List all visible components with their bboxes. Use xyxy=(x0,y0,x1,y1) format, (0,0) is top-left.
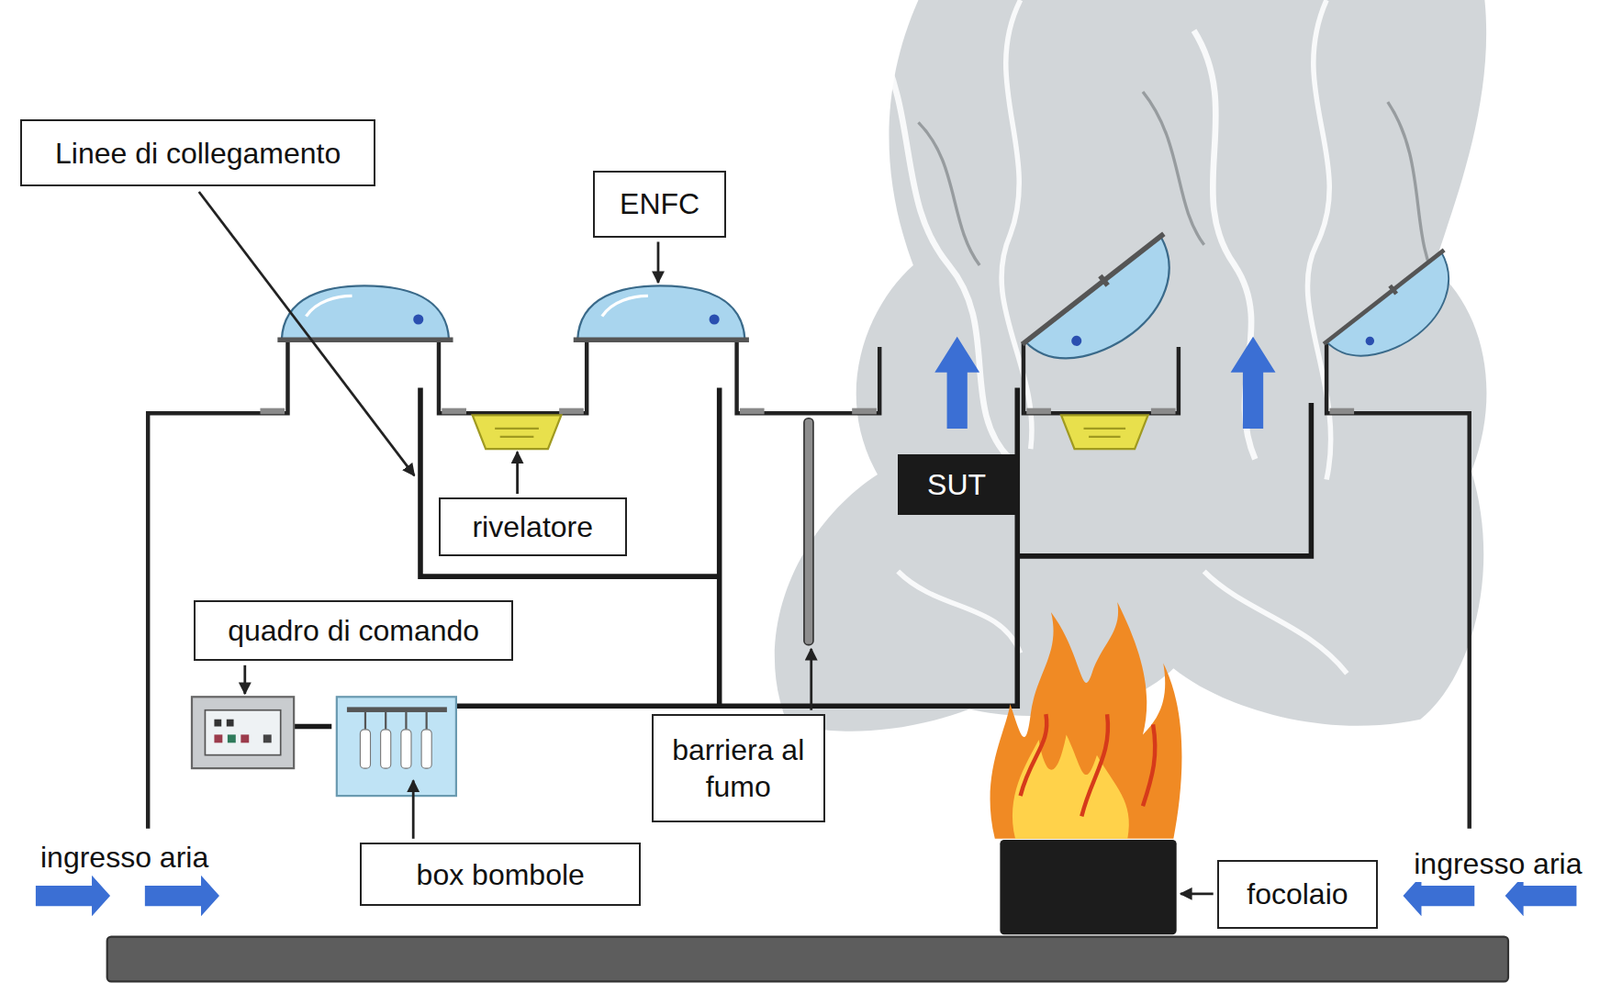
smoke-detector xyxy=(472,414,562,449)
skylight-dome xyxy=(277,336,453,343)
leader-line xyxy=(199,191,415,476)
flow-arrow xyxy=(35,875,111,917)
cylinder-box xyxy=(365,712,427,730)
control-panel xyxy=(227,734,236,743)
open-skylight-dome xyxy=(1069,334,1085,349)
leader-line xyxy=(809,648,813,711)
smoke-cloud xyxy=(877,40,1011,459)
flow-arrow xyxy=(934,336,980,429)
open-skylight-dome xyxy=(1320,246,1476,384)
skylight-dome xyxy=(573,336,750,343)
open-skylight-dome xyxy=(1326,252,1473,382)
roof-flange xyxy=(1329,408,1354,415)
callout-box: focolaio xyxy=(1217,860,1378,929)
fire-flames xyxy=(1012,734,1130,839)
roof-flange xyxy=(441,408,467,415)
cylinder-box xyxy=(421,729,432,769)
callout-text: SUT xyxy=(927,466,986,504)
open-skylight-dome xyxy=(1025,235,1198,389)
callout-box: Linee di collegamento xyxy=(20,119,376,187)
open-skylight-dome xyxy=(1323,249,1444,344)
smoke-barrier xyxy=(804,418,814,646)
leader-line xyxy=(1180,892,1214,896)
roof-flange xyxy=(739,408,765,415)
cylinder-box xyxy=(380,729,392,769)
callout-text: quadro di comando xyxy=(227,612,480,649)
roof-flange xyxy=(259,408,1354,415)
callout-text: rivelatore xyxy=(471,508,594,546)
control-panel xyxy=(226,719,235,728)
callout-box: SUT xyxy=(897,454,1016,516)
control-panel xyxy=(191,696,294,769)
callout-box: quadro di comando xyxy=(193,600,514,662)
floor-slab xyxy=(107,937,1509,983)
control-panel xyxy=(263,734,272,743)
callout-text: ENFC xyxy=(619,185,700,223)
flow-label: ingresso aria xyxy=(1410,846,1585,882)
smoke-detector xyxy=(494,428,539,437)
control-panel xyxy=(213,719,222,728)
flow-arrow xyxy=(35,336,1578,917)
callout-text: Linee di collegamento xyxy=(55,134,341,172)
fire-source-block xyxy=(999,839,1176,935)
roof-flange xyxy=(1151,408,1176,415)
smoke-detector xyxy=(472,414,562,449)
skylight-dome xyxy=(413,313,424,325)
control-panel xyxy=(204,710,280,756)
open-skylight-dome xyxy=(1387,284,1399,296)
skylight-dome xyxy=(577,285,745,340)
skylight-dome xyxy=(281,285,449,340)
open-skylight-dome xyxy=(1022,234,1164,345)
smoke-detector xyxy=(1061,414,1148,449)
roof-flange xyxy=(259,408,285,415)
cylinder-box xyxy=(401,729,412,769)
control-panel xyxy=(213,734,223,743)
cylinder-box xyxy=(346,706,448,713)
flow-label: ingresso aria xyxy=(37,839,212,875)
cylinder-box xyxy=(336,696,457,796)
smoke-cloud xyxy=(917,122,980,266)
flow-arrow xyxy=(1230,336,1276,429)
control-panel xyxy=(191,696,294,769)
fire-flames xyxy=(990,602,1183,840)
callout-text: barriera al fumo xyxy=(660,731,817,806)
leader-line xyxy=(199,191,1214,895)
open-skylight-dome xyxy=(1364,335,1377,347)
callout-text: box bombole xyxy=(416,856,585,894)
cylinder-box xyxy=(359,729,370,769)
skylight-dome xyxy=(305,295,352,316)
smoke-cloud xyxy=(1204,571,1348,674)
skylight-dome xyxy=(573,285,750,340)
control-panel xyxy=(240,734,249,743)
smoke-cloud xyxy=(1142,91,1205,246)
callout-box: box bombole xyxy=(359,842,641,907)
smoke-detector xyxy=(1084,428,1127,437)
smoke-cloud xyxy=(1001,0,1032,449)
roof-flange xyxy=(851,408,877,415)
smoke-cloud xyxy=(897,571,1020,654)
skylight-dome xyxy=(602,295,649,316)
callout-text: focolaio xyxy=(1246,875,1348,913)
flow-arrow xyxy=(145,875,220,917)
cylinder-box xyxy=(336,696,457,796)
smoke-detector xyxy=(1061,414,1148,449)
callout-box: rivelatore xyxy=(438,497,627,556)
callout-box: barriera al fumo xyxy=(651,714,826,823)
leader-line xyxy=(657,241,661,282)
fire-flames xyxy=(1020,714,1156,817)
callout-box: ENFC xyxy=(593,170,728,238)
open-skylight-dome xyxy=(1018,228,1201,392)
skylight-dome xyxy=(709,313,720,325)
open-skylight-dome xyxy=(1097,274,1110,288)
leader-line xyxy=(515,451,519,494)
leader-line xyxy=(243,665,247,694)
building-outline xyxy=(147,341,1470,828)
fire-flames xyxy=(990,602,1183,840)
roof-flange xyxy=(559,408,584,415)
leader-line xyxy=(412,780,415,839)
roof-flange xyxy=(1026,408,1052,415)
wiring xyxy=(293,387,1311,727)
